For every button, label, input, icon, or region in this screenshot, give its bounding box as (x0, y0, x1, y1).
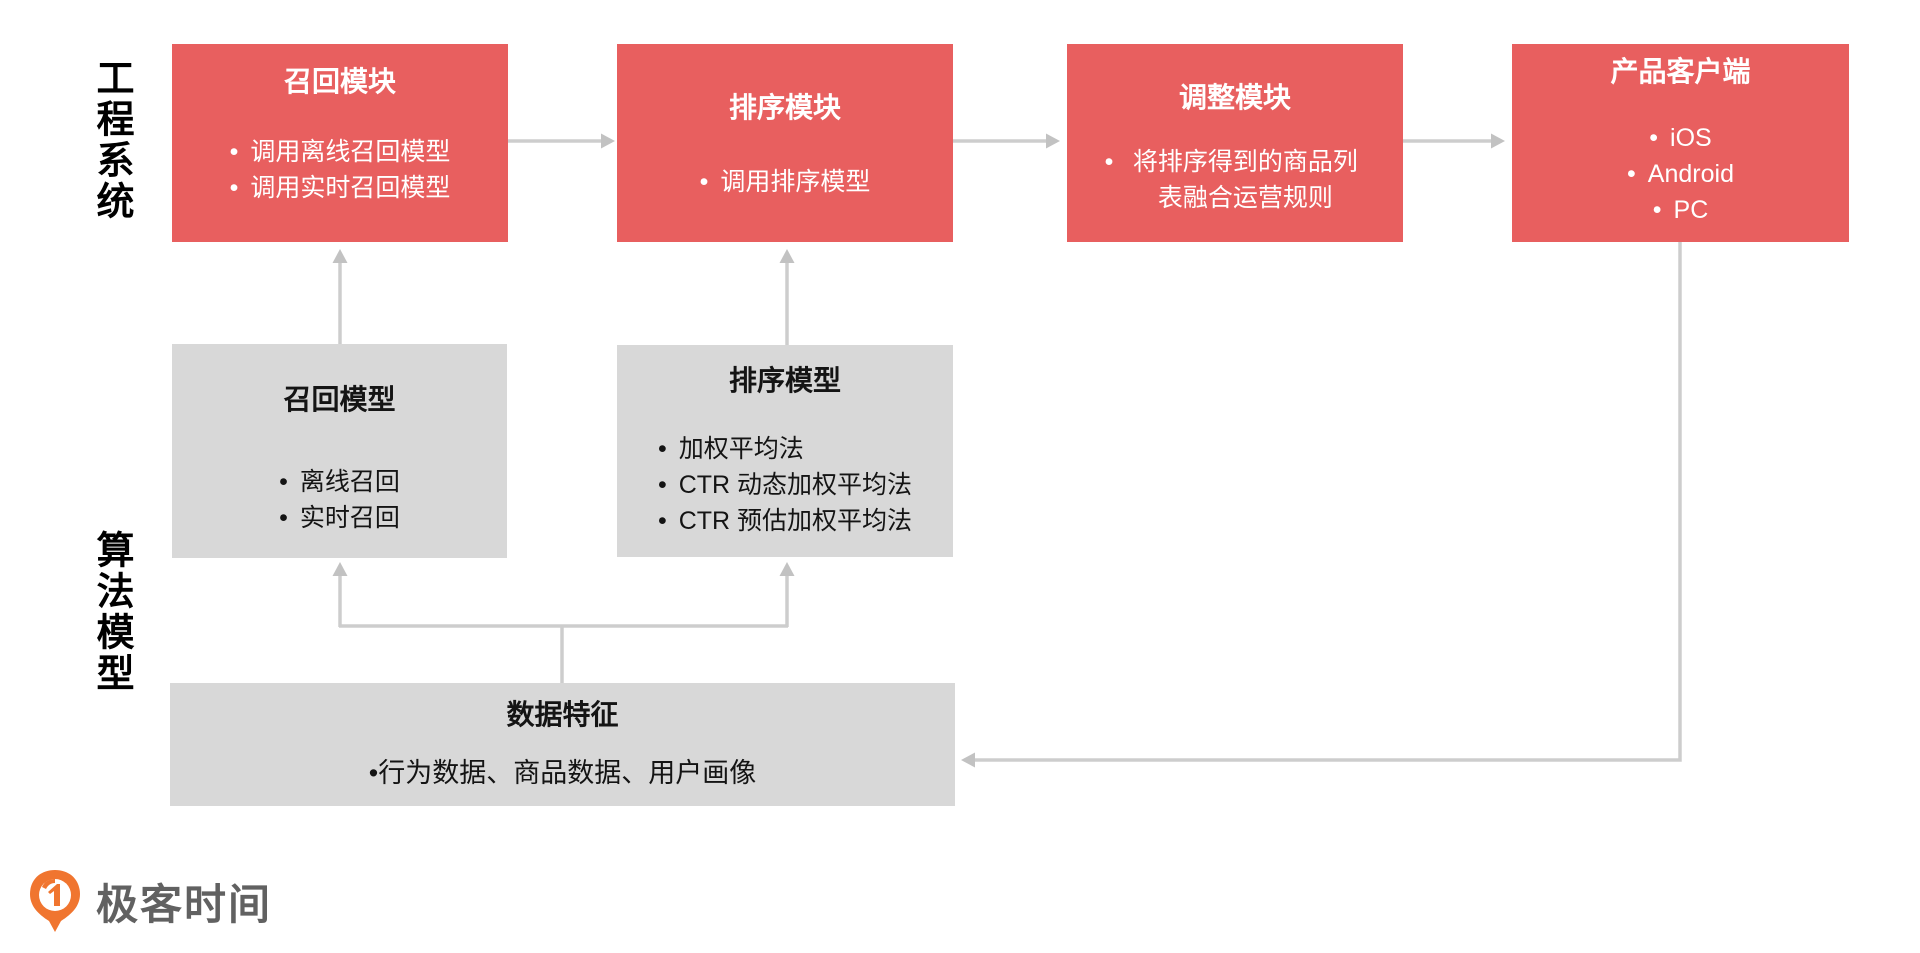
geektime-logo-icon (30, 870, 80, 932)
recall-module-bullets: 调用离线召回模型 调用实时召回模型 (230, 134, 450, 206)
bullet-item: 调用实时召回模型 (230, 170, 450, 206)
ranking-model-title: 排序模型 (728, 365, 841, 396)
bullet-item: 实时召回 (279, 500, 400, 536)
recall-model-bullets: 离线召回 实时召回 (279, 464, 400, 536)
bullet-item: 调用排序模型 (700, 164, 870, 200)
bullet-item: 加权平均法 (658, 431, 912, 467)
geektime-logo: 极客时间 (26, 868, 272, 934)
bullet-dot (658, 467, 667, 503)
adjust-module-box: 调整模块 将排序得到的商品列表融合运营规则 (1067, 44, 1403, 242)
arrow-client-feedback-to-data (961, 241, 1682, 768)
data-features-box: 数据特征 •行为数据、商品数据、用户画像 (170, 683, 955, 806)
bullet-item: CTR 动态加权平均法 (658, 467, 912, 503)
recall-module-box: 召回模块 调用离线召回模型 调用实时召回模型 (172, 44, 508, 242)
product-client-title: 产品客户端 (1610, 56, 1751, 87)
bullet-dot (1653, 192, 1662, 228)
ranking-module-title: 排序模块 (728, 92, 841, 123)
bullet-dot (1627, 156, 1636, 192)
ranking-model-bullets: 加权平均法 CTR 动态加权平均法 CTR 预估加权平均法 (658, 431, 912, 539)
recall-model-title: 召回模型 (283, 384, 396, 415)
bullet-dot (279, 500, 288, 536)
adjust-module-title: 调整模块 (1178, 82, 1291, 113)
product-client-box: 产品客户端 iOS Android PC (1512, 44, 1849, 242)
bullet-item: PC (1627, 192, 1734, 228)
geektime-logo-text: 极客时间 (96, 880, 273, 928)
bullet-item: 将排序得到的商品列表融合运营规则 (1105, 144, 1366, 216)
bullet-dot (658, 503, 667, 539)
section-label-algorithm: 算法模型 (90, 530, 132, 694)
data-features-title: 数据特征 (506, 699, 619, 730)
bullet-item: 调用离线召回模型 (230, 134, 450, 170)
bullet-item: Android (1627, 156, 1734, 192)
ranking-module-box: 排序模块 调用排序模型 (617, 44, 953, 242)
recall-model-box: 召回模型 离线召回 实时召回 (172, 344, 507, 558)
product-client-bullets: iOS Android PC (1627, 120, 1734, 228)
data-features-content: •行为数据、商品数据、用户画像 (368, 758, 757, 788)
section-label-engineering: 工程系统 (90, 58, 132, 222)
bullet-dot (230, 134, 239, 170)
bullet-item: iOS (1627, 120, 1734, 156)
bullet-dot (658, 431, 667, 467)
ranking-module-bullets: 调用排序模型 (700, 164, 870, 200)
bullet-dot (279, 464, 288, 500)
bullet-item: 离线召回 (279, 464, 400, 500)
recall-module-title: 召回模块 (283, 66, 396, 97)
bullet-dot (230, 170, 239, 206)
ranking-model-box: 排序模型 加权平均法 CTR 动态加权平均法 CTR 预估加权平均法 (617, 345, 953, 557)
bullet-dot (1649, 120, 1658, 156)
bullet-item: CTR 预估加权平均法 (658, 503, 912, 539)
adjust-module-bullets: 将排序得到的商品列表融合运营规则 (1105, 144, 1366, 216)
bullet-dot (1105, 144, 1114, 180)
bullet-dot (700, 164, 709, 200)
